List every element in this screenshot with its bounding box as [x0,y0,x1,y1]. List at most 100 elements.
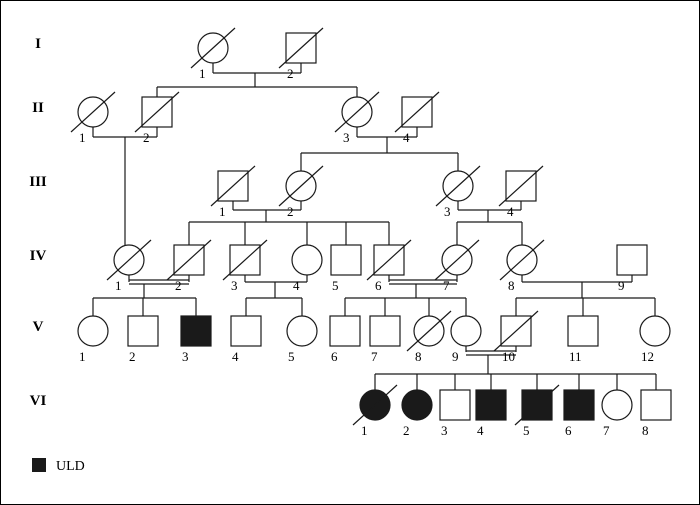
deceased-slash [278,165,324,207]
individual-number: 2 [403,423,410,438]
individual-VI-4: 4 [475,389,507,438]
individual-IV-1: 1 [106,239,152,293]
individual-VI-1: 1 [352,384,398,438]
male-symbol [640,389,672,421]
individual-V-8: 8 [406,310,452,364]
individual-IV-8: 8 [499,239,545,293]
male-symbol [563,389,595,421]
individual-number: 3 [444,204,451,219]
female-symbol [639,315,671,347]
individual-II-1: 1 [70,91,116,145]
generation-label-I: I [35,36,41,52]
individual-number: 2 [143,130,150,145]
individual-number: 1 [199,66,206,81]
individual-V-11: 11 [567,315,599,364]
legend-label: ULD [56,459,85,474]
individual-number: 10 [502,349,515,364]
deceased-slash [134,91,180,133]
individual-number: 4 [477,423,484,438]
deceased-slash [394,91,440,133]
female-symbol [286,315,318,347]
individual-number: 5 [288,349,295,364]
individual-II-4: 4 [394,91,440,145]
individual-number: 1 [79,349,86,364]
male-symbol [369,315,401,347]
individual-number: 9 [452,349,459,364]
individual-number: 6 [375,278,382,293]
individual-number: 8 [415,349,422,364]
individual-VI-2: 2 [401,389,433,438]
individual-number: 1 [219,204,226,219]
individual-number: 3 [343,130,350,145]
male-symbol [127,315,159,347]
deceased-slash [210,165,256,207]
male-symbol [330,244,362,276]
individual-V-9: 9 [450,315,482,364]
individual-number: 6 [565,423,572,438]
female-symbol [291,244,323,276]
individual-V-7: 7 [369,315,401,364]
generation-label-VI: VI [30,393,47,409]
individual-VI-6: 6 [563,389,595,438]
individual-I-2: 2 [278,27,324,81]
individual-IV-4: 4 [291,244,323,293]
individual-II-3: 3 [334,91,380,145]
individual-V-6: 6 [329,315,361,364]
deceased-slash [406,310,452,352]
male-symbol [439,389,471,421]
deceased-slash [514,384,560,426]
male-symbol [180,315,212,347]
generation-label-III: III [29,174,47,190]
deceased-slash [166,239,212,281]
individual-number: 3 [231,278,238,293]
individual-V-3: 3 [180,315,212,364]
deceased-slash [498,165,544,207]
individual-VI-7: 7 [601,389,633,438]
individual-number: 3 [182,349,189,364]
individual-V-12: 12 [639,315,671,364]
pedigree-lines [92,63,657,390]
individual-number: 3 [441,423,448,438]
individual-VI-8: 8 [640,389,672,438]
individual-number: 4 [403,130,410,145]
individual-IV-7: 7 [434,239,480,293]
individual-V-2: 2 [127,315,159,364]
individual-number: 1 [79,130,86,145]
deceased-slash [334,91,380,133]
individual-number: 2 [287,204,294,219]
individual-VI-5: 5 [514,384,560,438]
individual-IV-2: 2 [166,239,212,293]
individual-number: 6 [331,349,338,364]
individual-VI-3: 3 [439,389,471,438]
individual-number: 5 [523,423,530,438]
generation-label-V: V [33,319,44,335]
individual-number: 2 [129,349,136,364]
generation-label-II: II [32,100,44,116]
individual-IV-5: 5 [330,244,362,293]
individual-number: 7 [443,278,450,293]
deceased-slash [366,239,412,281]
male-symbol [230,315,262,347]
female-symbol [601,389,633,421]
individual-III-1: 1 [210,165,256,219]
individual-number: 7 [371,349,378,364]
deceased-slash [106,239,152,281]
individual-I-1: 1 [190,27,236,81]
deceased-slash [222,239,268,281]
generation-label-IV: IV [30,248,47,264]
individual-number: 2 [287,66,294,81]
female-symbol [401,389,433,421]
deceased-slash [70,91,116,133]
individual-number: 8 [642,423,649,438]
individual-number: 5 [332,278,339,293]
individual-III-4: 4 [498,165,544,219]
individual-number: 8 [508,278,515,293]
individual-V-5: 5 [286,315,318,364]
female-symbol [450,315,482,347]
male-symbol [567,315,599,347]
individual-III-2: 2 [278,165,324,219]
male-symbol [329,315,361,347]
